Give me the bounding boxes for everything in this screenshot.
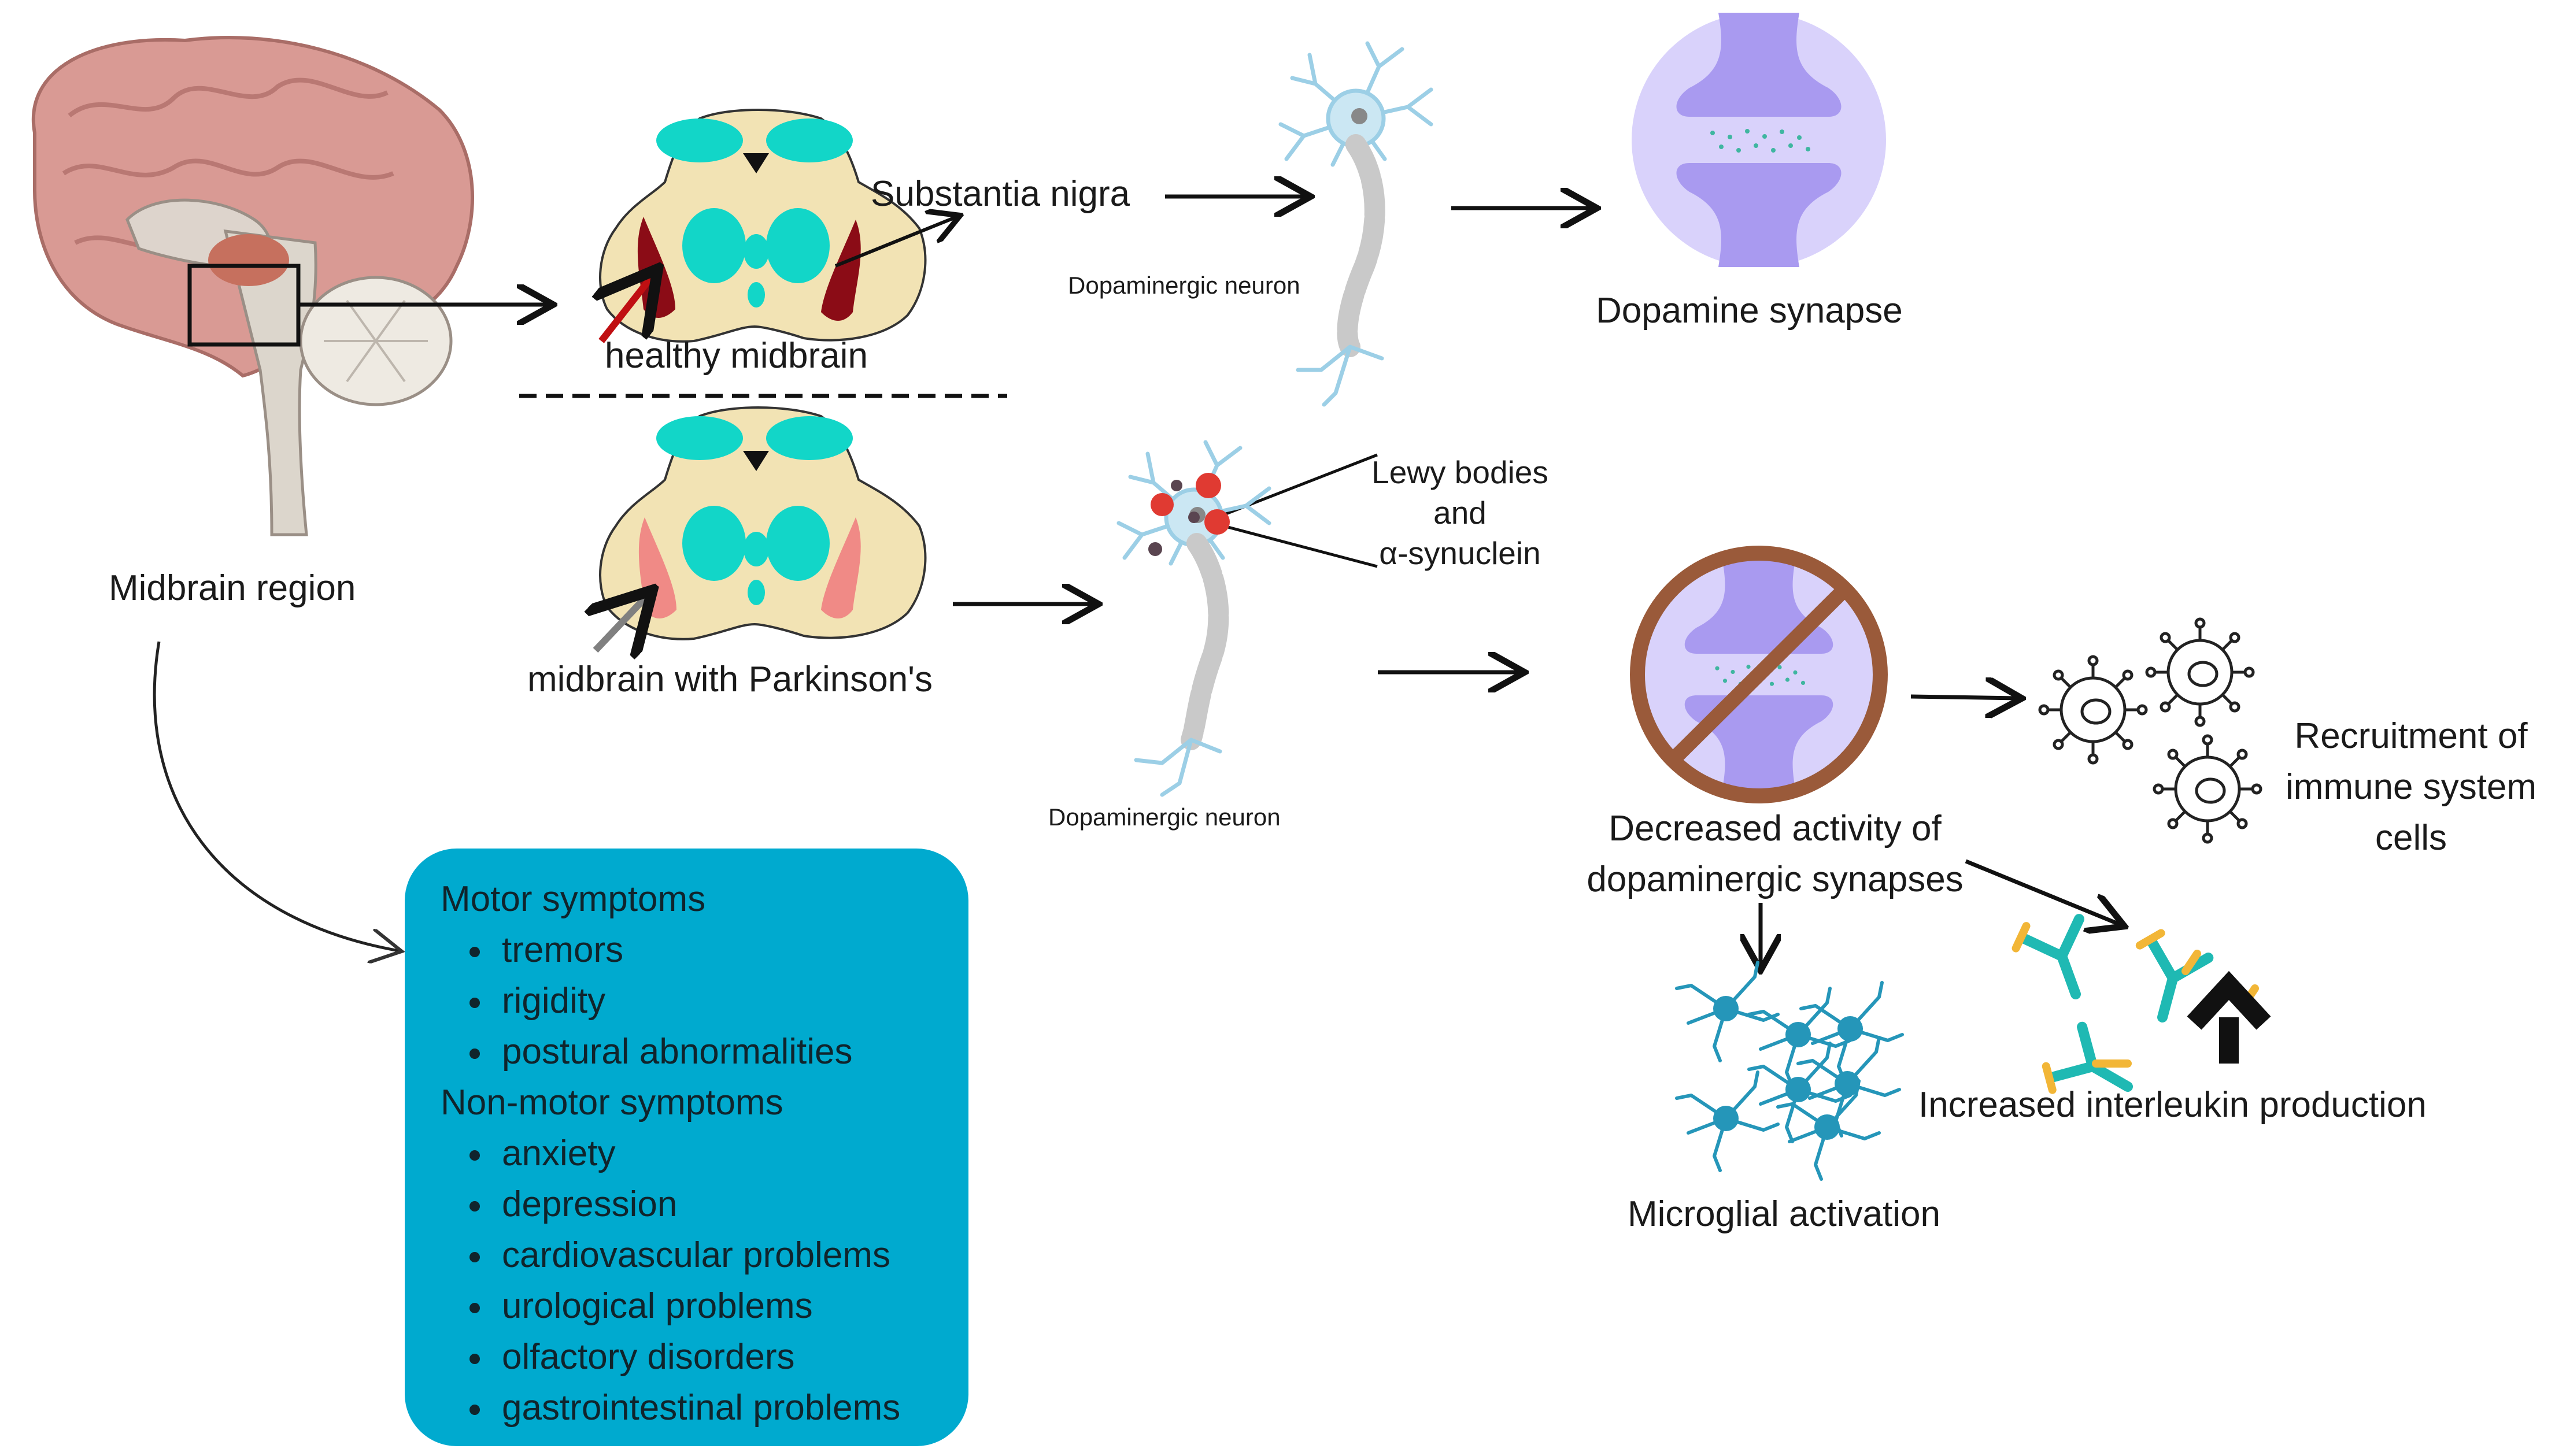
list-item: rigidity (441, 976, 945, 1027)
lewy-bodies-label: Lewy bodies and α-synuclein (1353, 452, 1567, 573)
prohibition-ring (1630, 546, 1888, 803)
list-item: tremors (441, 925, 945, 976)
symptoms-box: Motor symptoms tremors rigidity postural… (405, 849, 968, 1446)
lewy-line-2: and (1433, 495, 1487, 531)
parkinsons-midbrain-illustration (599, 406, 927, 640)
list-item: depression (441, 1179, 945, 1230)
parkinsons-midbrain-label: midbrain with Parkinson's (527, 660, 933, 699)
immune-cells-illustration (2040, 619, 2261, 842)
grey-pointer-arrow (596, 595, 648, 650)
microglial-activation-label: Microglial activation (1628, 1194, 1940, 1234)
nonmotor-symptoms-heading: Non-motor symptoms (441, 1083, 783, 1122)
healthy-dopaminergic-neuron (1281, 43, 1431, 407)
dopamine-synapse-illustration (1632, 13, 1886, 267)
brain-illustration (32, 36, 474, 536)
motor-symptoms-heading: Motor symptoms (441, 879, 706, 919)
recruitment-line-3: cells (2375, 818, 2447, 858)
decreased-line-2: dopaminergic synapses (1587, 859, 1964, 899)
interleukin-production-label: Increased interleukin production (1918, 1085, 2427, 1125)
microglia-illustration (1677, 962, 1902, 1179)
nonmotor-symptoms-list: anxiety depression cardiovascular proble… (441, 1128, 945, 1433)
decreased-activity-label: Decreased activity of dopaminergic synap… (1550, 803, 2001, 905)
list-item: gastrointestinal problems (441, 1383, 945, 1433)
dopaminergic-neuron-label-top: Dopaminergic neuron (1068, 272, 1300, 299)
blocked-synapse-illustration (1630, 546, 1888, 803)
synapse-to-interleukin-arrow (1965, 859, 2121, 925)
lewy-line-1: Lewy bodies (1371, 454, 1548, 490)
list-item: cardiovascular problems (441, 1230, 945, 1281)
list-item: postural abnormalities (441, 1027, 945, 1077)
recruitment-line-2: immune system (2285, 767, 2537, 807)
dopaminergic-neuron-label-bottom: Dopaminergic neuron (1048, 803, 1281, 831)
healthy-midbrain-label: healthy midbrain (605, 336, 868, 376)
list-item: olfactory disorders (441, 1332, 945, 1383)
decreased-line-1: Decreased activity of (1609, 809, 1942, 849)
increase-arrow-icon (2187, 970, 2271, 1064)
immune-recruitment-label: Recruitment of immune system cells (2266, 711, 2555, 864)
red-pointer-arrow (601, 275, 653, 343)
motor-symptoms-list: tremors rigidity postural abnormalities (441, 925, 945, 1077)
healthy-midbrain-illustration (599, 109, 927, 343)
substantia-nigra-label: Substantia nigra (871, 174, 1130, 214)
lewy-line-3: α-synuclein (1379, 535, 1541, 571)
lewy-pointer-2 (1217, 523, 1378, 568)
list-item: urological problems (441, 1281, 945, 1332)
midbrain-to-symptoms-arrow (153, 641, 399, 951)
synapse-to-immune-arrow (1910, 696, 2018, 698)
dopamine-synapse-label: Dopamine synapse (1596, 291, 1903, 331)
midbrain-region-label: Midbrain region (109, 568, 356, 608)
parkinsons-dopaminergic-neuron (1119, 442, 1269, 797)
nigra-pointer-line (834, 217, 957, 268)
list-item: anxiety (441, 1128, 945, 1179)
prohibition-slash (1667, 584, 1850, 765)
recruitment-line-1: Recruitment of (2294, 716, 2528, 756)
